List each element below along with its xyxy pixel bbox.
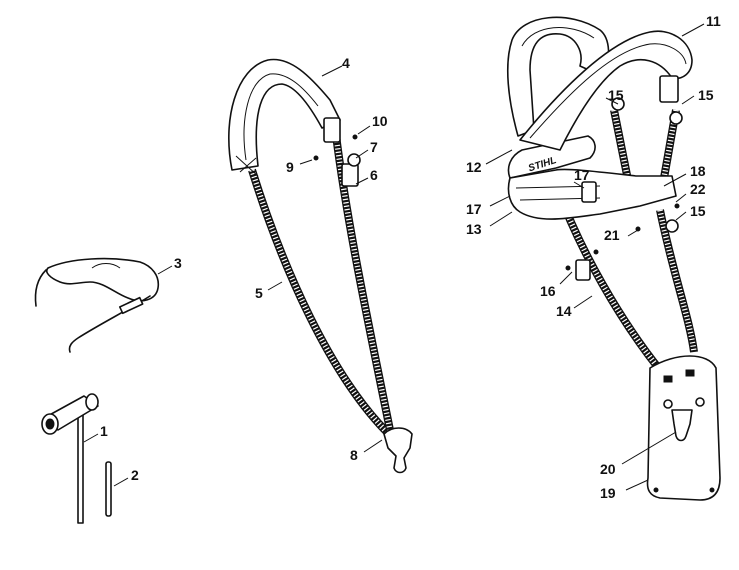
callout-15b: 15 xyxy=(698,87,714,103)
callout-21: 21 xyxy=(604,227,620,243)
shoulder-strap xyxy=(228,58,413,474)
safety-glasses xyxy=(34,257,160,353)
callout-10: 10 xyxy=(372,113,388,129)
callout-labels: 1 2 3 4 5 6 7 8 9 10 11 12 13 14 15 15 1… xyxy=(100,13,721,501)
callout-15a: 15 xyxy=(608,87,624,103)
callout-1: 1 xyxy=(100,423,108,439)
callout-22: 22 xyxy=(690,181,706,197)
back-pad xyxy=(507,135,596,179)
combination-wrench xyxy=(41,393,99,524)
callout-3: 3 xyxy=(174,255,182,271)
shoulder-pad xyxy=(228,58,341,171)
callout-7: 7 xyxy=(370,139,378,155)
callout-11: 11 xyxy=(706,13,721,29)
callout-18: 18 xyxy=(690,163,706,179)
full-harness: STIHL xyxy=(506,16,721,501)
pin xyxy=(105,461,112,517)
callout-17b: 17 xyxy=(574,167,590,183)
callout-13: 13 xyxy=(466,221,482,237)
callout-19: 19 xyxy=(600,485,616,501)
callout-6: 6 xyxy=(370,167,378,183)
callout-2: 2 xyxy=(131,467,139,483)
callout-15c: 15 xyxy=(690,203,706,219)
leader-lines xyxy=(83,23,705,491)
callout-16: 16 xyxy=(540,283,556,299)
buckle xyxy=(341,163,359,187)
callout-8: 8 xyxy=(350,447,358,463)
callout-20: 20 xyxy=(600,461,616,477)
callout-9: 9 xyxy=(286,159,294,175)
callout-14: 14 xyxy=(556,303,572,319)
callout-17a: 17 xyxy=(466,201,482,217)
callout-5: 5 xyxy=(255,285,263,301)
callout-4: 4 xyxy=(342,55,350,71)
callout-12: 12 xyxy=(466,159,482,175)
carabiner-hook xyxy=(383,427,413,474)
